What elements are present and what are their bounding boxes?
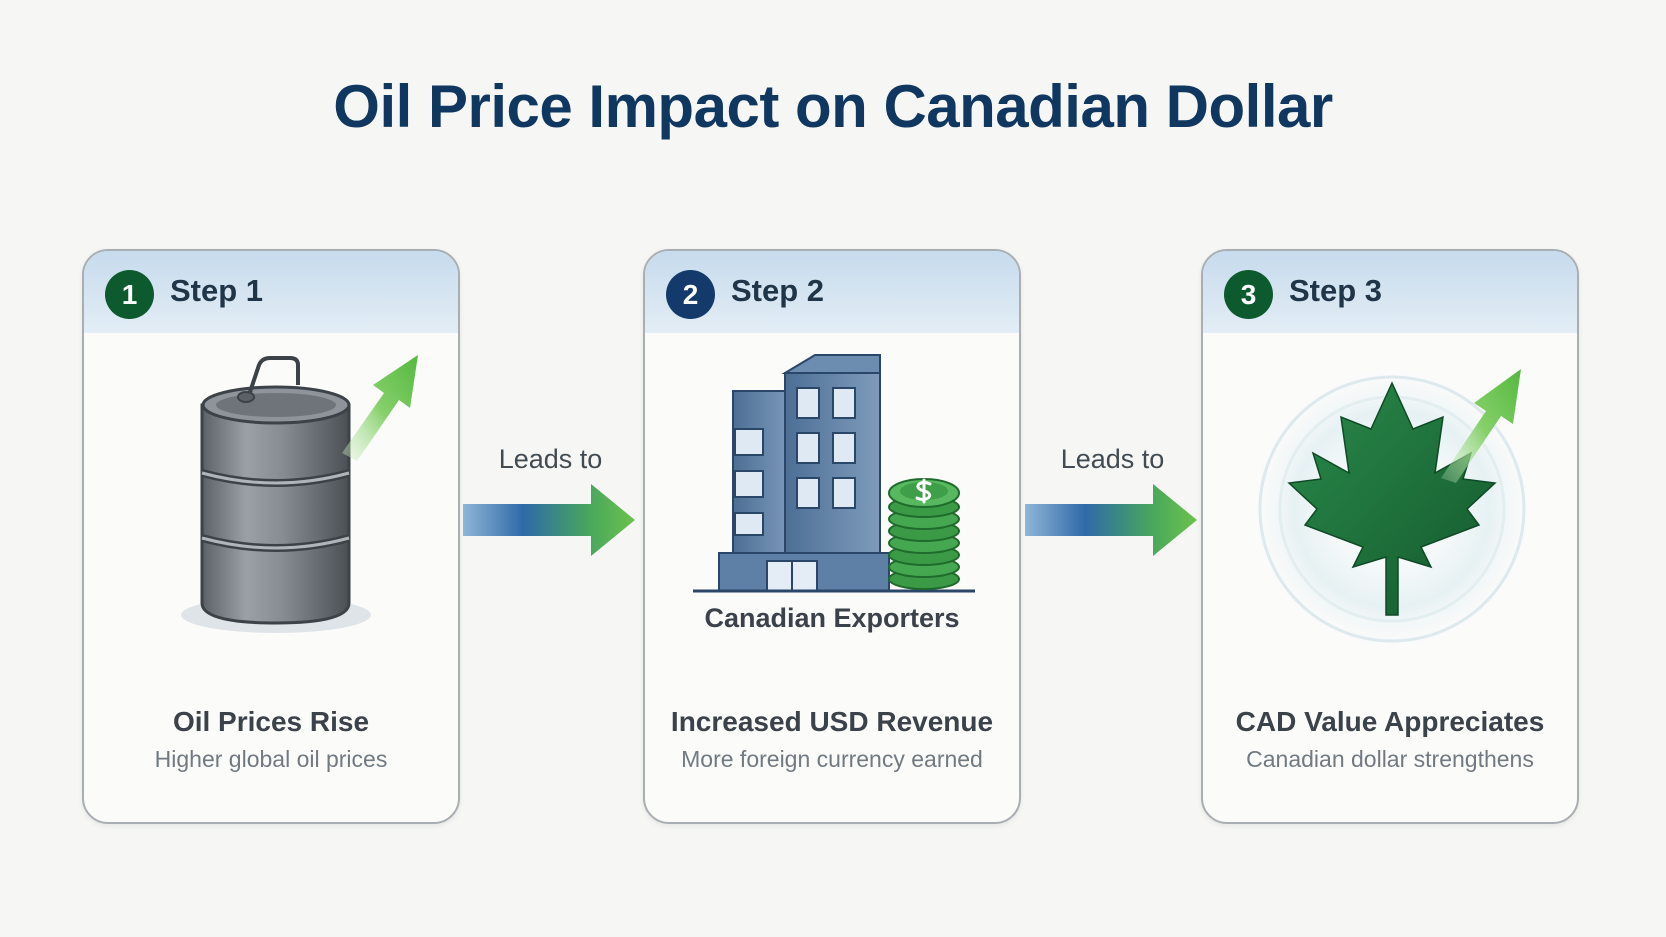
step-1-badge: 1 xyxy=(105,270,154,319)
office-building-icon xyxy=(693,354,975,593)
step-2-header: 2 Step 2 xyxy=(645,251,1019,333)
right-arrow-icon xyxy=(463,484,635,556)
step-1-title: Oil Prices Rise xyxy=(172,706,370,737)
step-3-label: Step 3 xyxy=(1289,273,1383,308)
step-2-subtitle: More foreign currency earned xyxy=(681,746,983,772)
connector-2-label: Leads to xyxy=(1060,444,1165,474)
step-2-title: Increased USD Revenue xyxy=(670,706,994,737)
step-2-card: 2 Step 2 xyxy=(643,249,1021,824)
step-2-badge: 2 xyxy=(666,270,715,319)
connector-1-label: Leads to xyxy=(498,444,603,474)
connector-2: Leads to xyxy=(1025,440,1200,560)
step-1-label: Step 1 xyxy=(170,273,264,308)
page-title: Oil Price Impact on Canadian Dollar xyxy=(333,73,1333,140)
step-3-badge: 3 xyxy=(1224,270,1273,319)
coin-stack-icon xyxy=(888,478,960,590)
step-3-subtitle: Canadian dollar strengthens xyxy=(1246,746,1534,772)
trend-up-arrow-icon xyxy=(1441,369,1521,483)
right-arrow-icon xyxy=(1025,484,1197,556)
step-1-subtitle: Higher global oil prices xyxy=(154,746,388,772)
step-2-caption: Canadian Exporters xyxy=(704,603,960,633)
step-2-label: Step 2 xyxy=(731,273,825,308)
step-1-card: 1 Step 1 xyxy=(82,249,460,824)
step-3-header: 3 Step 3 xyxy=(1203,251,1577,333)
step-3-card: 3 Step 3 CAD xyxy=(1201,249,1579,824)
dollar-icon xyxy=(915,478,932,504)
oil-barrel-icon xyxy=(200,356,351,625)
step-1-header: 1 Step 1 xyxy=(84,251,458,333)
trend-up-arrow-icon xyxy=(342,355,418,461)
step-1-illustration xyxy=(181,355,418,633)
step-2-illustration xyxy=(693,354,975,593)
connector-1: Leads to xyxy=(463,440,638,560)
step-3-title: CAD Value Appreciates xyxy=(1235,706,1545,737)
step-3-illustration xyxy=(1252,369,1532,649)
